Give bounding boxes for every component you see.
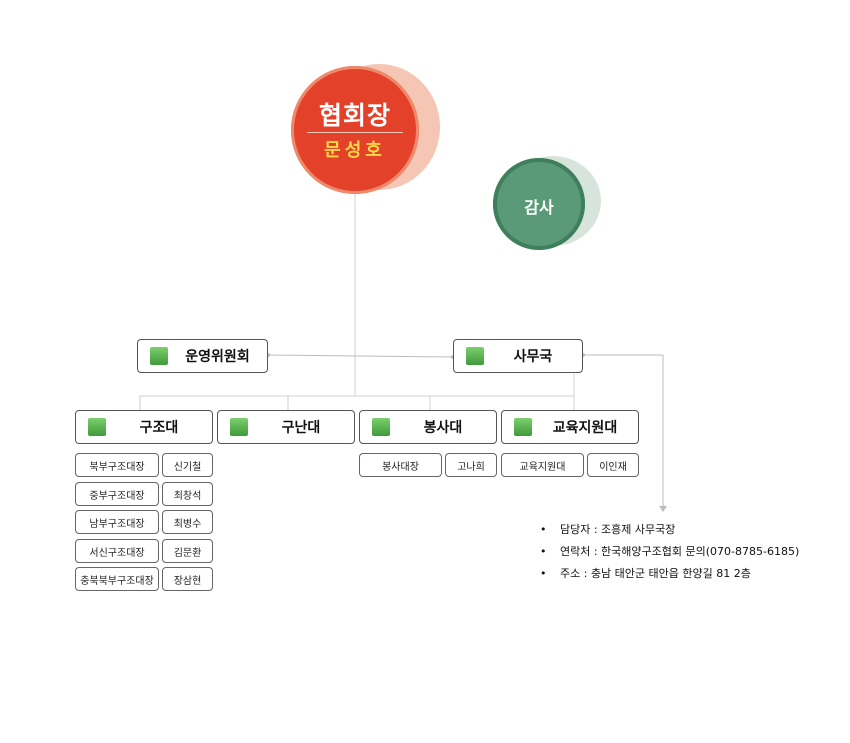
contact-item-address: • 주소 : 충남 태안군 태안읍 한양길 81 2층: [540, 564, 799, 586]
contact-item-phone: • 연락처 : 한국해양구조협회 문의(070-8785-6185): [540, 542, 799, 564]
volunteer-unit-name: 봉사대장: [359, 453, 442, 477]
rescue-unit-name: 충북북부구조대장: [75, 567, 159, 591]
contact-text: 연락처 : 한국해양구조협회 문의(070-8785-6185): [560, 545, 800, 558]
dept-box-salvage: 구난대: [217, 410, 355, 444]
president-divider: [307, 132, 403, 133]
green-marker-icon: [230, 418, 248, 436]
president-name: 문성호: [324, 140, 386, 161]
dept-label: 교육지원대: [552, 420, 618, 436]
rescue-unit-name: 남부구조대장: [75, 510, 159, 534]
rescue-unit-person: 최병수: [162, 510, 213, 534]
bullet-icon: •: [540, 523, 547, 536]
dept-box-rescue: 구조대: [75, 410, 213, 444]
contact-text: 담당자 : 조흥제 사무국장: [560, 523, 676, 536]
bullet-icon: •: [540, 567, 547, 580]
dept-label: 구난대: [281, 420, 321, 436]
dept-box-education: 교육지원대: [501, 410, 639, 444]
contact-item-manager: • 담당자 : 조흥제 사무국장: [540, 520, 799, 542]
contact-text: 주소 : 충남 태안군 태안읍 한양길 81 2층: [560, 567, 751, 580]
president-title: 협회장: [318, 101, 391, 130]
green-marker-icon: [466, 347, 484, 365]
rescue-unit-person: 최창석: [162, 482, 213, 506]
arrow-head: [659, 506, 667, 512]
contact-info-list: • 담당자 : 조흥제 사무국장 • 연락처 : 한국해양구조협회 문의(070…: [540, 520, 799, 586]
volunteer-unit-person: 고나희: [445, 453, 497, 477]
committee-box: 운영위원회: [137, 339, 268, 373]
rescue-unit-person: 신기철: [162, 453, 213, 477]
rescue-unit-person: 장삼현: [162, 567, 213, 591]
rescue-unit-person: 김문환: [162, 539, 213, 563]
dept-label: 구조대: [139, 420, 179, 436]
dept-label: 봉사대: [423, 420, 463, 436]
committee-label: 운영위원회: [185, 349, 250, 365]
rescue-unit-name: 서신구조대장: [75, 539, 159, 563]
line-committee-secretariat: [267, 354, 454, 358]
president-circle: 협회장 문성호: [291, 66, 419, 194]
auditor-label: 감사: [524, 198, 554, 217]
rescue-unit-name: 중부구조대장: [75, 482, 159, 506]
green-marker-icon: [150, 347, 168, 365]
secretariat-box: 사무국: [453, 339, 583, 373]
green-marker-icon: [88, 418, 106, 436]
education-unit-name: 교육지원대: [501, 453, 584, 477]
secretariat-label: 사무국: [513, 349, 553, 365]
auditor-circle: 감사: [493, 158, 585, 250]
green-marker-icon: [514, 418, 532, 436]
dept-box-volunteer: 봉사대: [359, 410, 497, 444]
bullet-icon: •: [540, 545, 547, 558]
green-marker-icon: [372, 418, 390, 436]
rescue-unit-name: 북부구조대장: [75, 453, 159, 477]
education-unit-person: 이인재: [587, 453, 639, 477]
